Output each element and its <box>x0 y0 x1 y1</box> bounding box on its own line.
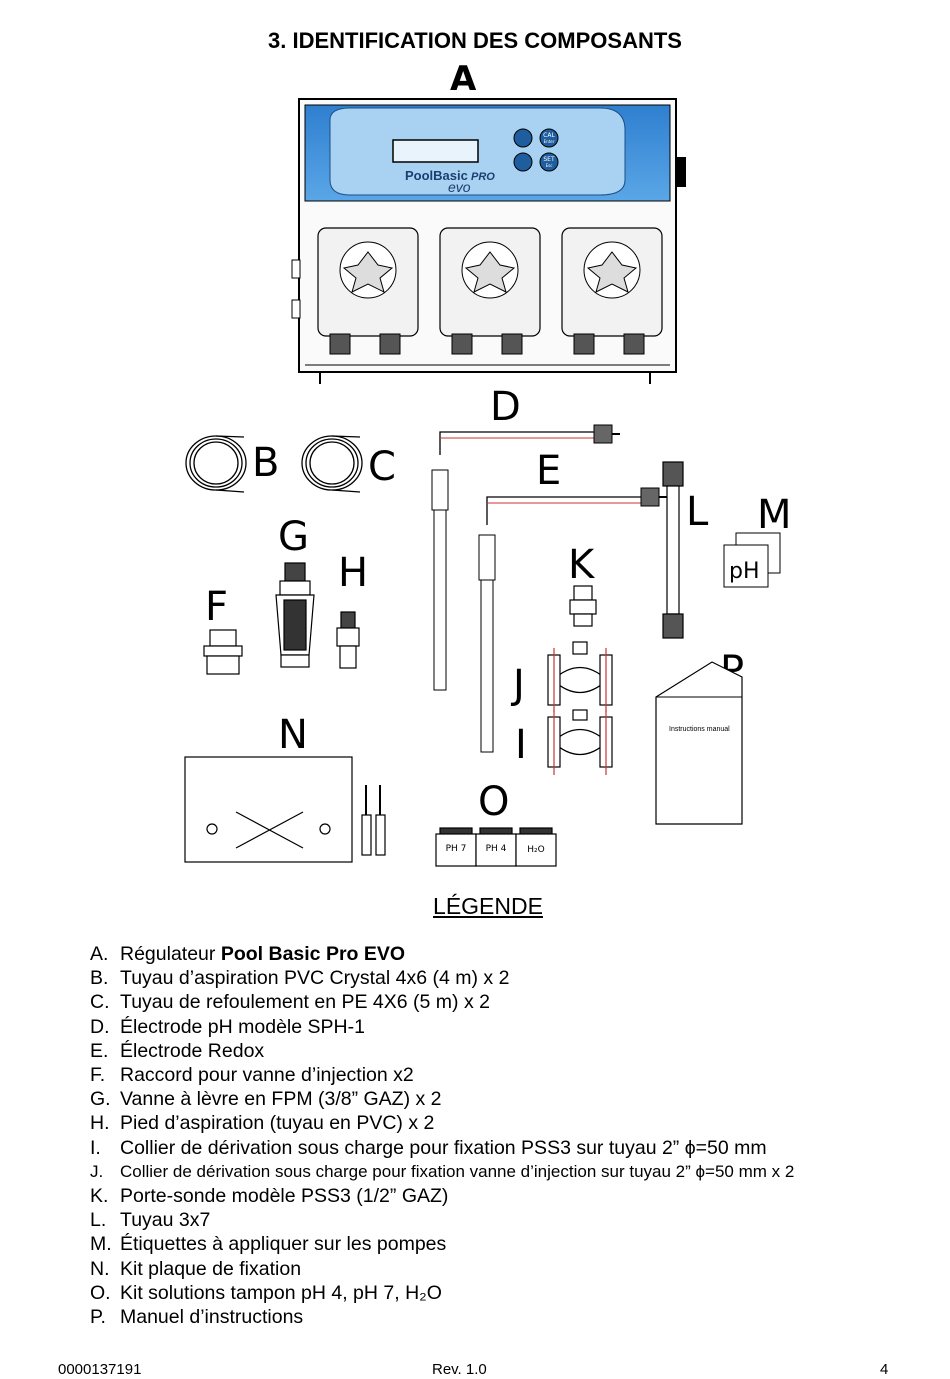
legend-item-b: B.Tuyau d’aspiration PVC Crystal 4x6 (4 … <box>90 967 510 990</box>
clamp-i <box>547 709 613 775</box>
clamp-j <box>547 641 613 712</box>
electrode-e <box>478 487 667 753</box>
valve-g <box>275 562 315 668</box>
label-g: G <box>278 514 309 560</box>
legend-item-c: C.Tuyau de refoulement en PE 4X6 (5 m) x… <box>90 991 490 1014</box>
label-k: K <box>568 542 596 588</box>
manual-cover-text: Instructions manual <box>669 726 730 733</box>
label-n: N <box>278 712 308 758</box>
bottle-h2o-label: H₂O <box>527 845 544 855</box>
foot-h <box>336 611 360 669</box>
label-e: E <box>536 448 561 494</box>
legend-item-n: N.Kit plaque de fixation <box>90 1257 302 1280</box>
legend-item-g: G.Vanne à lèvre en FPM (3/8” GAZ) x 2 <box>90 1088 442 1111</box>
page-title: 3. IDENTIFICATION DES COMPOSANTS <box>268 28 682 53</box>
legend-item-o: O.Kit solutions tampon pH 4, pH 7, H₂O <box>90 1281 442 1304</box>
device-brand: PoolBasic <box>405 168 468 183</box>
legend-item-f: F.Raccord pour vanne d’injection x2 <box>90 1064 414 1087</box>
device-suffix: evo <box>448 179 471 195</box>
plate-kit-n <box>184 756 386 863</box>
label-f: F <box>205 584 228 630</box>
fitting-f <box>203 629 243 675</box>
cal-button-sublabel: Enter <box>544 139 555 144</box>
ph-label-text: pH <box>729 559 760 584</box>
buffer-kit-o: PH 7 PH 4 H₂O <box>435 827 557 867</box>
legend-item-l: L.Tuyau 3x7 <box>90 1209 211 1232</box>
legend-list: A.Régulateur Pool Basic Pro EVO B.Tuyau … <box>90 942 794 1329</box>
tube-l <box>662 461 684 639</box>
legend-item-m: M.Étiquettes à appliquer sur les pompes <box>90 1233 447 1256</box>
legend-item-j: J.Collier de dérivation sous charge pour… <box>90 1161 795 1181</box>
electrode-d <box>431 424 620 691</box>
labels-m: pH <box>723 532 781 588</box>
label-j: J <box>510 662 525 708</box>
label-m: M <box>757 492 792 538</box>
label-c: C <box>368 444 396 490</box>
legend-item-d: D.Électrode pH modèle SPH-1 <box>90 1015 365 1038</box>
footer-doc-number: 0000137191 <box>58 1361 142 1378</box>
set-button-label: SET <box>543 156 555 163</box>
tubing-c <box>301 435 363 493</box>
tubing-b <box>185 435 247 493</box>
label-a: A <box>450 59 477 99</box>
manual-p: Instructions manual <box>655 661 743 825</box>
legend-item-a: A.Régulateur Pool Basic Pro EVO <box>90 943 406 965</box>
footer-revision: Rev. 1.0 <box>432 1361 487 1378</box>
bottle-ph7-label: PH 7 <box>446 844 467 854</box>
legend-item-k: K.Porte-sonde modèle PSS3 (1/2” GAZ) <box>90 1185 449 1208</box>
cal-button-label: CAL <box>543 132 555 139</box>
legend-item-i: I.Collier de dérivation sous charge pour… <box>90 1136 767 1159</box>
label-h: H <box>338 550 368 596</box>
legend-item-h: H.Pied d’aspiration (tuyau en PVC) x 2 <box>90 1112 435 1135</box>
components-figure: A B C D E F G H I J K L M N O P CAL Ente… <box>184 59 792 867</box>
set-button-sublabel: Esc <box>546 163 553 168</box>
controller-a: CAL Enter SET Esc PoolBasic PRO evo <box>291 98 686 384</box>
bottle-ph4-label: PH 4 <box>486 844 507 854</box>
legend-item-e: E.Électrode Redox <box>90 1039 265 1062</box>
label-b: B <box>252 440 279 486</box>
label-l: L <box>686 489 709 535</box>
label-o: O <box>478 779 509 825</box>
legend-item-p: P.Manuel d’instructions <box>90 1306 304 1329</box>
legend-title: LÉGENDE <box>433 893 543 919</box>
label-d: D <box>490 384 521 430</box>
label-i: I <box>515 722 527 768</box>
device-model: PRO <box>471 171 495 183</box>
probe-holder-k <box>569 585 597 627</box>
footer-page-number: 4 <box>880 1361 889 1378</box>
